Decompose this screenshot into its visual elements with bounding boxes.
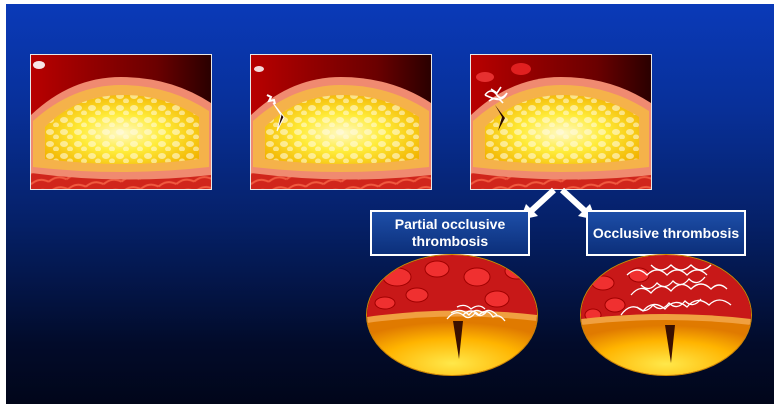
- occlusive-thrombus-illustration: [581, 255, 751, 375]
- partial-occlusive-text: Partial occlusive thrombosis: [372, 216, 528, 250]
- occlusive-text: Occlusive thrombosis: [593, 225, 739, 242]
- plaque-rupture-illustration: [251, 55, 431, 189]
- plaque-panel-1: [30, 54, 212, 190]
- slide-background: Partial occlusive thrombosis Occlusive t…: [6, 4, 774, 404]
- plaque-panel-2: [250, 54, 432, 190]
- partial-occlusive-label: Partial occlusive thrombosis: [370, 210, 530, 256]
- intact-plaque-illustration: [31, 55, 211, 189]
- partial-thrombus-illustration: [367, 255, 537, 375]
- platelet-aggregation-illustration: [471, 55, 651, 189]
- occlusive-label: Occlusive thrombosis: [586, 210, 746, 256]
- occlusive-circle: [580, 254, 752, 376]
- plaque-panel-3: [470, 54, 652, 190]
- partial-occlusion-circle: [366, 254, 538, 376]
